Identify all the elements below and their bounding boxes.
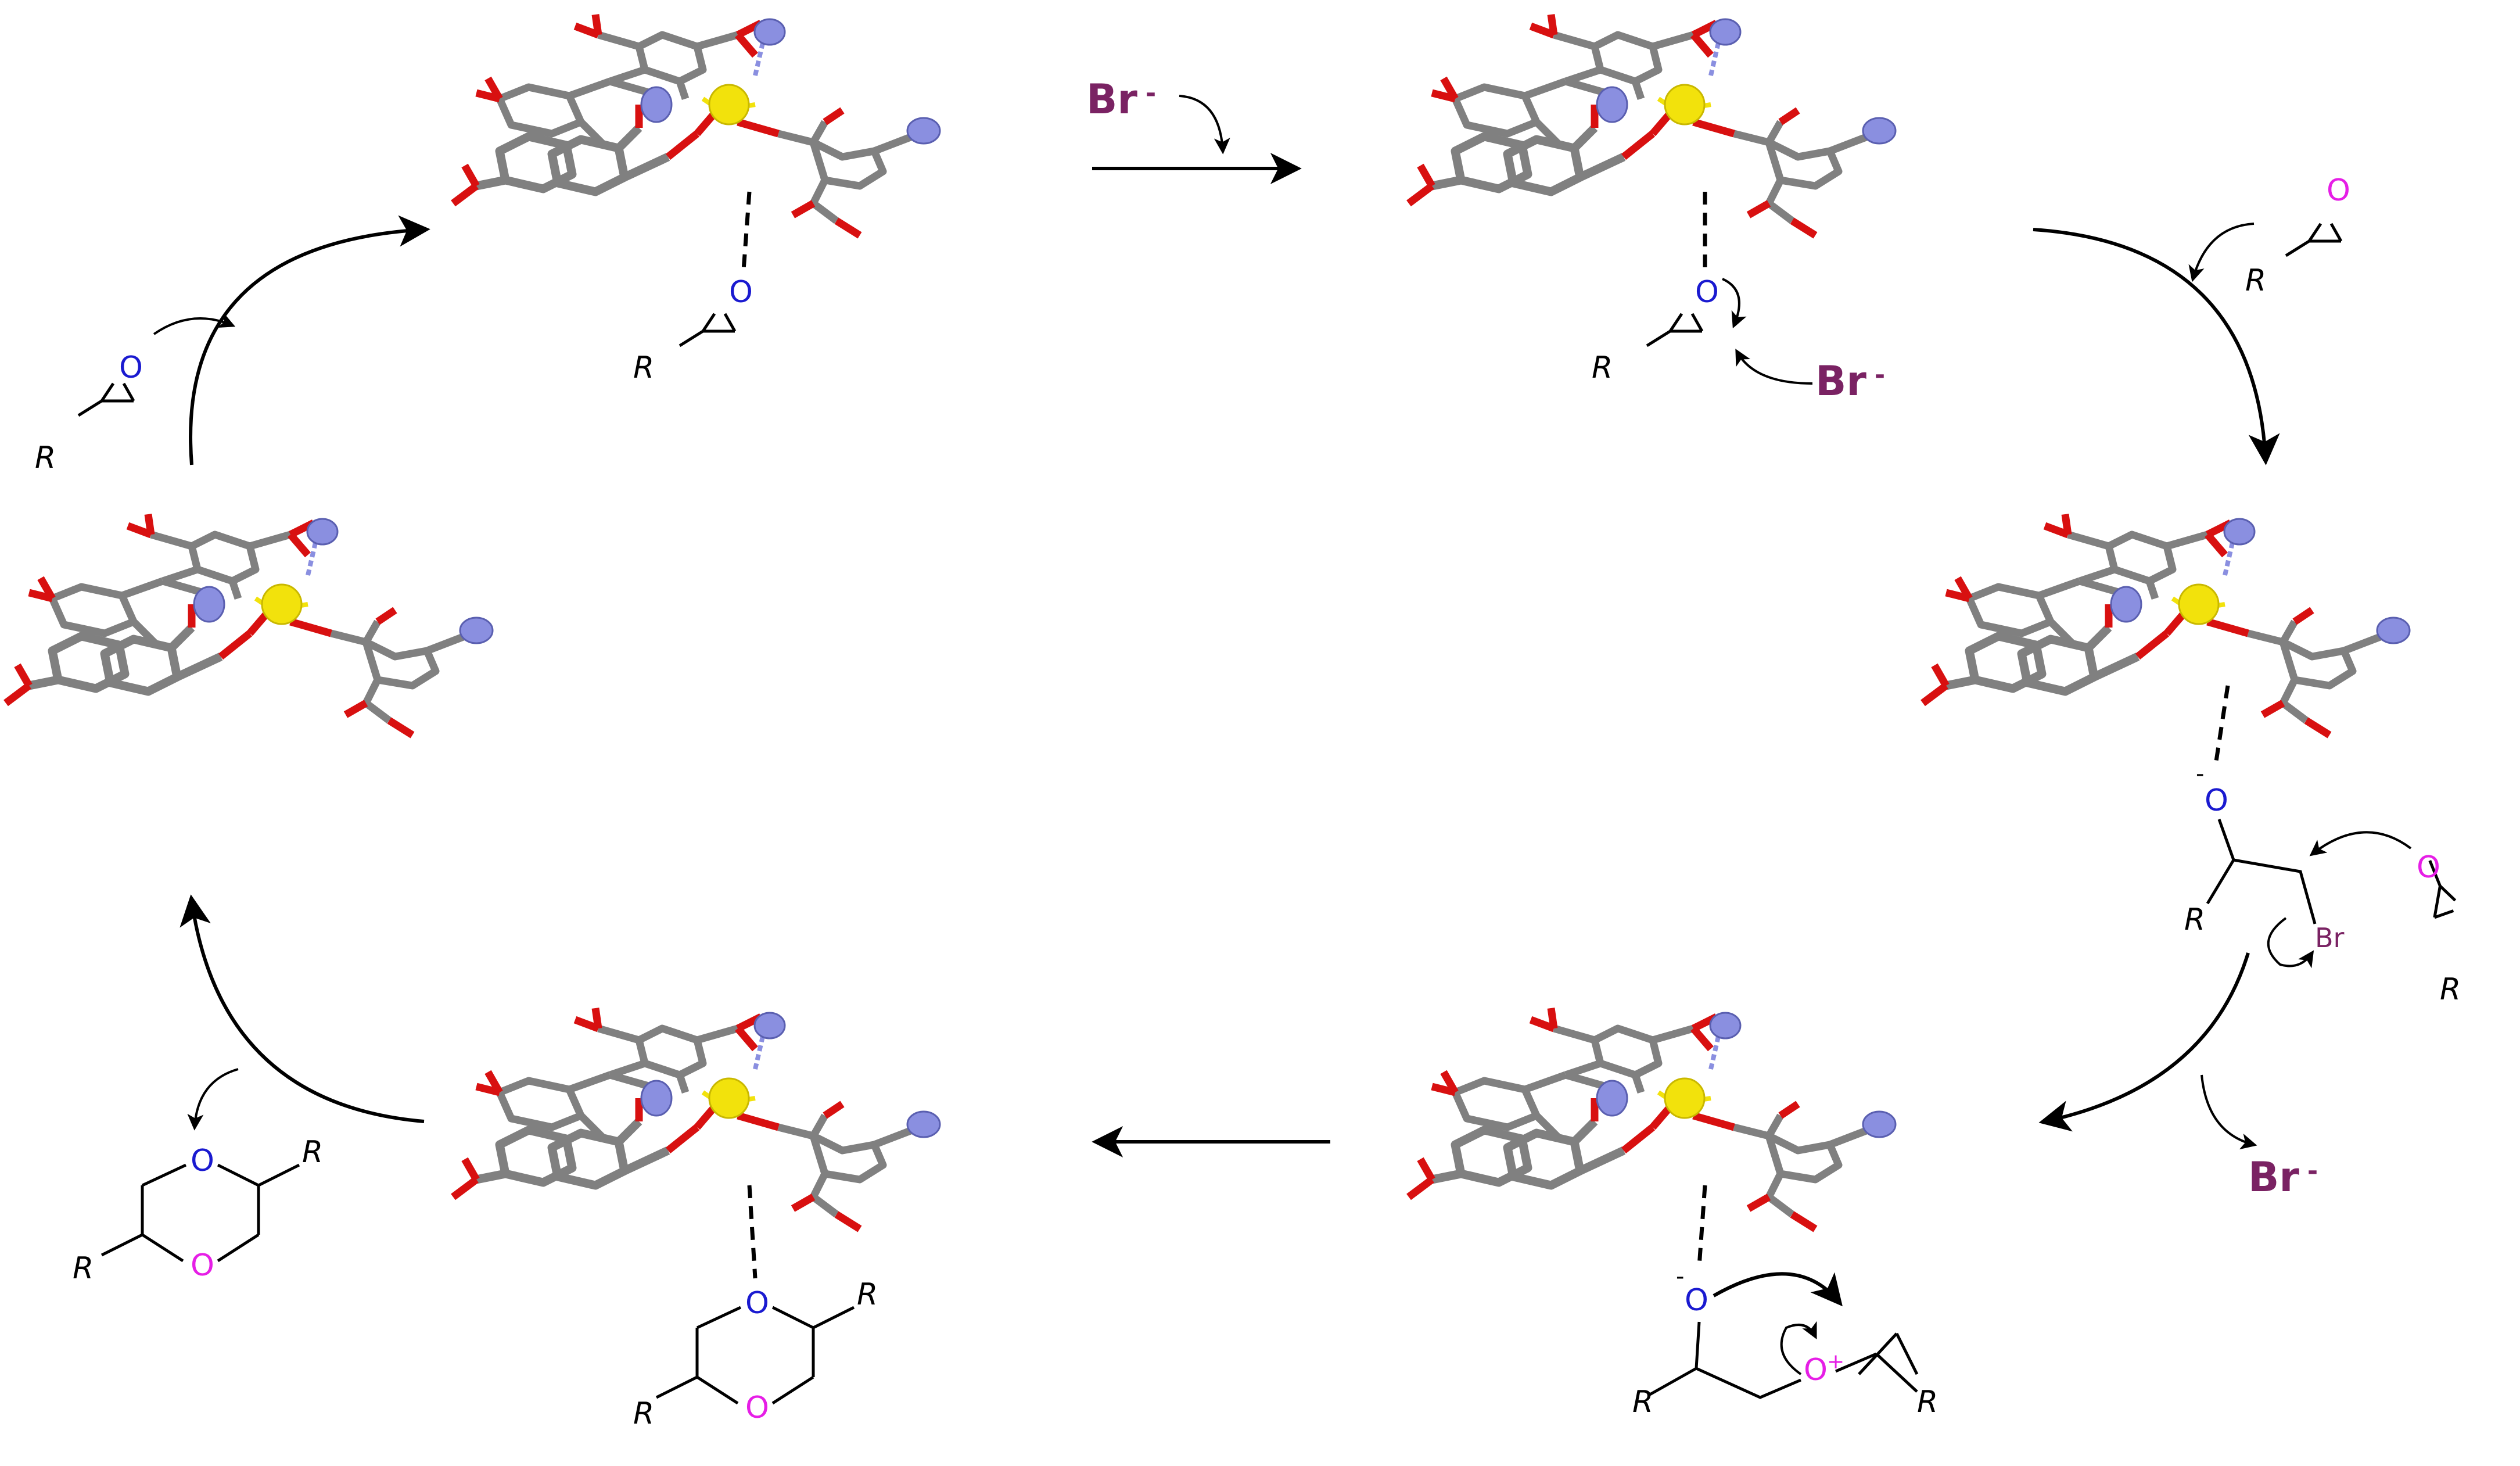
bromide-label: Br- [2248, 1153, 2318, 1201]
oxide-charge: - [1676, 1263, 1684, 1290]
r-group-label: R [35, 440, 56, 475]
dioxane-icon [100, 1163, 300, 1263]
epoxide-curved-arrow [153, 313, 236, 335]
alkoxide-oxygen: O [2205, 783, 2228, 818]
epoxide-oxygen: O [2417, 850, 2440, 885]
mof-fragment-icon [1409, 15, 1896, 235]
mof-fragment-icon [1409, 1008, 1896, 1229]
coordinated-oxygen: O [729, 275, 753, 310]
r-group-label: R [2245, 263, 2266, 298]
epoxide-oxygen: O [119, 350, 143, 385]
reaction-arrow [180, 894, 425, 1123]
r-group-label: R [73, 1251, 94, 1286]
r-group-label: R [857, 1277, 878, 1312]
coordinated-oxygen: O [745, 1286, 769, 1321]
oxide-charge: - [2196, 761, 2204, 787]
bromide-release-arrow [2200, 1074, 2257, 1150]
bromide-label: Br- [1086, 76, 1156, 123]
r-group-label: R [1917, 1385, 1938, 1420]
dioxane-oxygen: O [191, 1144, 214, 1178]
bromide-curved-arrow [1179, 95, 1230, 155]
epoxide-curved-arrow [2188, 223, 2255, 282]
r-group-label: R [1592, 350, 1613, 385]
epoxide-oxygen: O [2327, 173, 2350, 208]
r-group-label: R [1632, 1385, 1653, 1420]
bromine-atom-label: Br [2315, 922, 2345, 954]
reaction-arrow [189, 215, 430, 465]
reaction-arrow [2033, 228, 2280, 465]
product-release-arrow [187, 1068, 239, 1131]
r-group-label: R [2184, 902, 2205, 937]
mof-fragment-icon [453, 1008, 940, 1229]
bromide-label: Br- [1815, 357, 1885, 405]
epoxide-icon [2286, 224, 2341, 256]
mof-fragment-icon [6, 514, 493, 735]
r-group-label: R [2440, 972, 2461, 1007]
r-group-label: R [633, 350, 654, 385]
coordinated-oxygen: O [1695, 275, 1719, 310]
dioxane-oxygen: O [745, 1390, 769, 1425]
mof-fragment-icon [1923, 514, 2410, 735]
r-group-label: R [633, 1396, 654, 1431]
r-group-label: R [302, 1135, 323, 1170]
alkoxide-oxygen: O [1685, 1283, 1708, 1318]
dioxane-icon [655, 1306, 855, 1405]
epoxide-icon [78, 383, 134, 415]
oxonium-oxygen: O [1804, 1353, 1828, 1388]
reaction-arrow [2038, 952, 2250, 1132]
dioxane-oxygen: O [191, 1248, 214, 1283]
mof-fragment-icon [453, 15, 940, 235]
oxonium-charge: + [1827, 1350, 1844, 1374]
